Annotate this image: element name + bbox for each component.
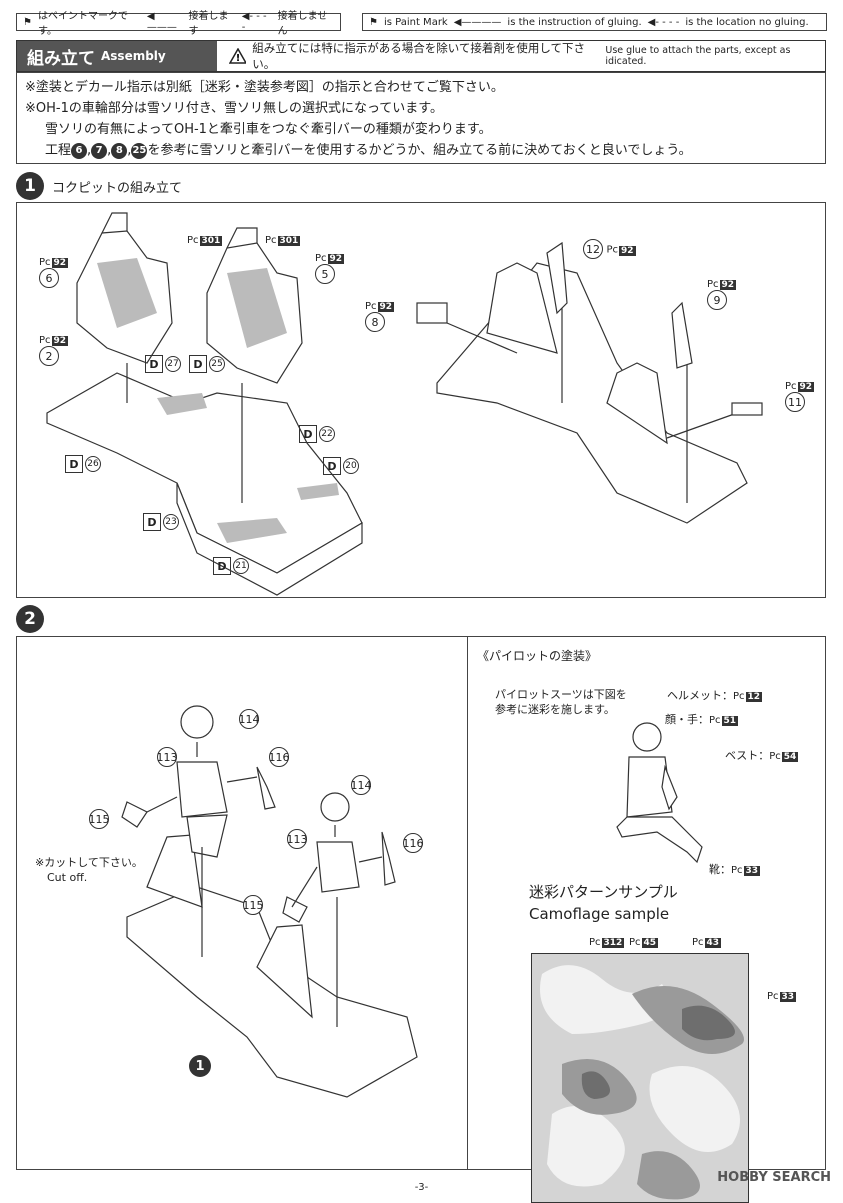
glue-arrow-icon: ◀——— bbox=[146, 11, 177, 33]
assembly-title: 組み立て Assembly bbox=[17, 41, 217, 71]
step-ref: 25 bbox=[131, 142, 148, 159]
part-115a: 115 bbox=[89, 809, 110, 829]
paint-mark-icon: ⚑ bbox=[23, 16, 32, 28]
step2-number: 2 bbox=[16, 605, 44, 633]
step-ref: 6 bbox=[71, 142, 88, 159]
camo-title: 迷彩パターンサンプル Camoflage sample bbox=[529, 883, 678, 923]
assembly-header: 組み立て Assembly ! 組み立てには特に指示がある場合を除いて接着剤を使… bbox=[16, 40, 826, 72]
step1-diagram bbox=[46, 212, 763, 596]
glue-warning: ! 組み立てには特に指示がある場合を除いて接着剤を使用して下さい。 Use gl… bbox=[229, 41, 825, 71]
paint-mark-icon: ⚑ bbox=[369, 16, 378, 28]
legend-jp: ⚑ はペイントマークです。 ◀——— 接着します ◀- - - - 接着しません bbox=[16, 11, 341, 37]
step1-number: 1 bbox=[16, 172, 44, 200]
part-113a: 113 bbox=[157, 747, 178, 767]
notes-box: ※塗装とデカール指示は別紙［迷彩・塗装参考図］の指示と合わせてご覧下さい。 ※O… bbox=[16, 72, 826, 164]
pilot-title: 《パイロットの塗装》 bbox=[477, 649, 598, 663]
glue-arrow-icon: ◀———— bbox=[453, 16, 502, 28]
suit-note: パイロットスーツは下図を 参考に迷彩を施します。 bbox=[495, 688, 627, 716]
step1-ref: 1 bbox=[189, 1055, 211, 1077]
svg-text:!: ! bbox=[236, 53, 241, 64]
warning-icon: ! bbox=[229, 48, 247, 64]
part-116b: 116 bbox=[403, 833, 424, 853]
pilot-figure bbox=[616, 722, 703, 864]
step-ref: 8 bbox=[111, 142, 128, 159]
step2-panel: 114 113 116 115 114 113 116 115 ※カットして下さ… bbox=[16, 636, 826, 1203]
step-ref: 7 bbox=[91, 142, 108, 159]
noglue-arrow-icon: ◀- - - - bbox=[647, 16, 680, 28]
step1-title: コクピットの組み立て bbox=[52, 181, 183, 196]
camo-sample bbox=[531, 953, 749, 1203]
part-116a: 116 bbox=[269, 747, 290, 767]
pilot-paint-panel bbox=[467, 637, 826, 1169]
part-114b: 114 bbox=[351, 775, 372, 795]
page-number: -3- bbox=[414, 1182, 429, 1193]
part-115b: 115 bbox=[243, 895, 264, 915]
cut-off-note: ※カットして下さい。 Cut off. bbox=[35, 856, 143, 884]
watermark: HOBBY SEARCH bbox=[717, 1170, 831, 1185]
legend-en: ⚑ is Paint Mark ◀———— is the instruction… bbox=[362, 13, 827, 31]
part-114a: 114 bbox=[239, 709, 260, 729]
noglue-arrow-icon: ◀- - - - bbox=[241, 11, 267, 33]
part-113b: 113 bbox=[287, 829, 308, 849]
